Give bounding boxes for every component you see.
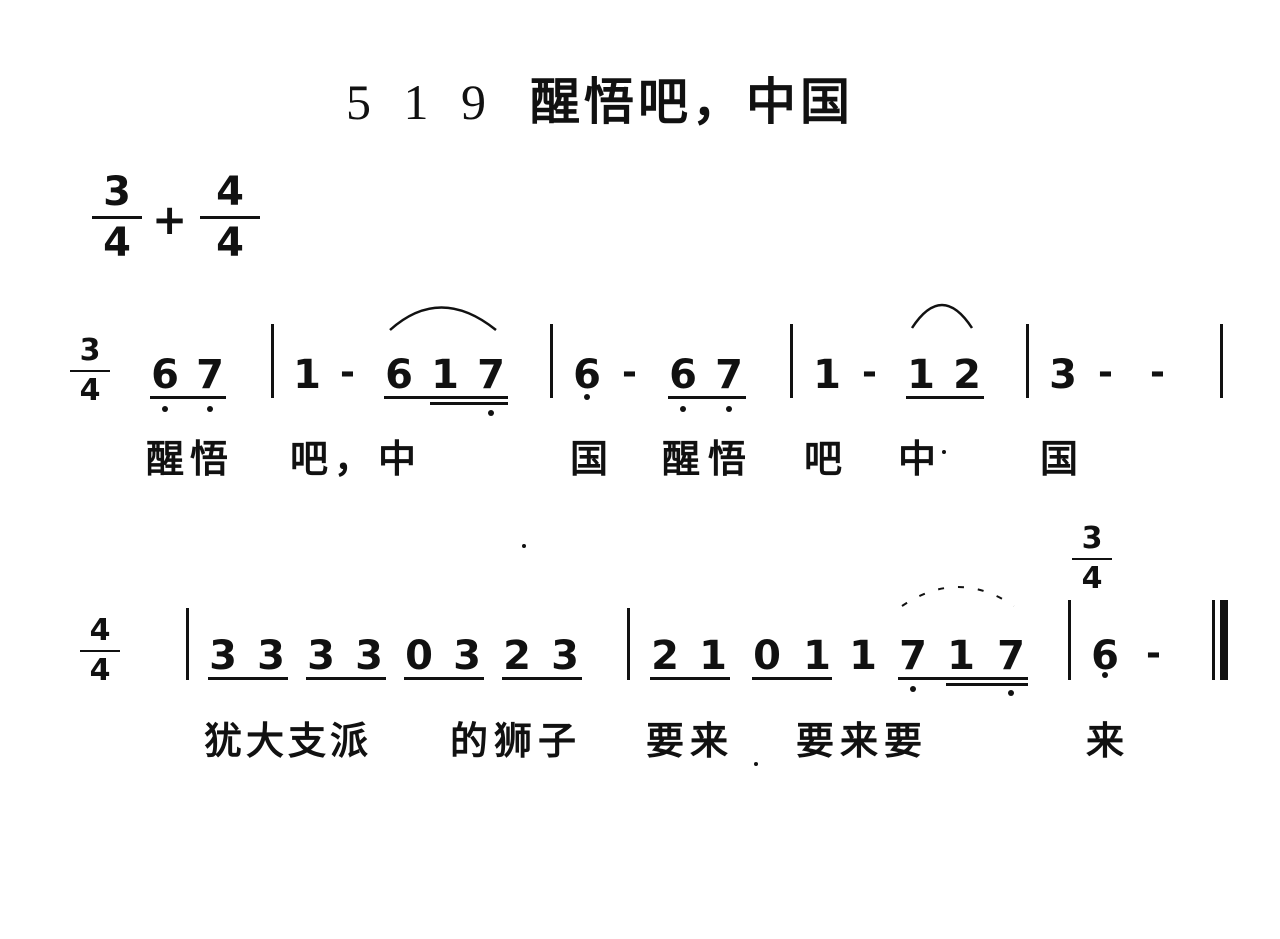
note: 3 — [209, 633, 237, 679]
lyric: 醒悟 — [146, 437, 235, 481]
hold-dash: - — [622, 352, 637, 393]
low-octave-dot — [162, 406, 168, 412]
hold-dash: - — [340, 352, 355, 393]
eighth-underline — [898, 677, 1028, 680]
note: 3 — [355, 633, 383, 679]
low-octave-dot — [910, 686, 916, 692]
note: 1 — [813, 352, 841, 398]
eighth-underline — [668, 396, 746, 399]
time-signature-plus: + — [152, 195, 188, 244]
lyric: 犹大支派 — [204, 719, 373, 763]
note: 6 — [669, 352, 697, 398]
low-octave-dot — [207, 406, 213, 412]
eighth-underline — [306, 677, 386, 680]
note: 3 — [453, 633, 481, 679]
eighth-underline — [650, 677, 730, 680]
speck — [768, 98, 772, 102]
lyric: 国 — [570, 437, 609, 481]
low-octave-dot — [584, 394, 590, 400]
eighth-underline — [384, 396, 508, 399]
eighth-underline — [502, 677, 582, 680]
line1-time-signature: 3 4 — [70, 336, 110, 406]
song-title: 醒悟吧，中国 — [530, 73, 854, 131]
hold-dash: - — [1098, 352, 1113, 393]
sixteenth-underline — [430, 402, 508, 405]
barline — [790, 324, 793, 398]
note: 6 — [573, 352, 601, 398]
lyric: 中 — [898, 437, 937, 481]
note: 2 — [503, 633, 531, 679]
note: 7 — [899, 633, 927, 679]
lyric: 醒悟 — [662, 437, 755, 481]
note: 3 — [1049, 352, 1077, 398]
barline — [1220, 324, 1223, 398]
note: 7 — [196, 352, 224, 398]
note: 6 — [385, 352, 413, 398]
lyric: 要来 — [646, 719, 735, 763]
lyric: 吧 — [804, 437, 843, 481]
line2-time-signature-change: 3 4 — [1072, 524, 1112, 594]
hold-dash: - — [862, 352, 877, 393]
line2-time-signature: 4 4 — [80, 616, 120, 686]
note: 6 — [1091, 633, 1119, 679]
note: 1 — [947, 633, 975, 679]
note: 6 — [151, 352, 179, 398]
note: 2 — [953, 352, 981, 398]
speck — [754, 762, 758, 766]
slur — [389, 306, 497, 331]
note: 7 — [477, 352, 505, 398]
low-octave-dot — [488, 410, 494, 416]
note: 7 — [715, 352, 743, 398]
note: 1 — [431, 352, 459, 398]
low-octave-dot — [726, 406, 732, 412]
note: 3 — [257, 633, 285, 679]
eighth-underline — [404, 677, 484, 680]
note: 1 — [699, 633, 727, 679]
note: 0 — [753, 633, 781, 679]
note: 1 — [849, 633, 877, 679]
page-title: 5 1 9 醒悟吧，中国 — [0, 62, 1200, 134]
lyric: 的狮子 — [450, 719, 583, 763]
barline — [550, 324, 553, 398]
barline — [627, 608, 630, 680]
low-octave-dot — [1102, 672, 1108, 678]
lyric: 国 — [1040, 437, 1079, 481]
song-number: 5 1 9 — [346, 74, 496, 130]
lyric: 吧，中 — [290, 437, 423, 481]
barline — [1068, 600, 1071, 680]
barline — [271, 324, 274, 398]
note: 1 — [803, 633, 831, 679]
speck — [522, 544, 526, 548]
note: 7 — [997, 633, 1025, 679]
time-signature-secondary: 4 4 — [200, 172, 260, 263]
slur — [910, 303, 974, 329]
low-octave-dot — [680, 406, 686, 412]
note: 1 — [907, 352, 935, 398]
final-barline-thick — [1220, 600, 1228, 680]
hold-dash: - — [1146, 633, 1161, 674]
time-signature-primary: 3 4 — [92, 172, 142, 263]
lyric: 来 — [1086, 719, 1125, 763]
note: 3 — [551, 633, 579, 679]
eighth-underline — [752, 677, 832, 680]
barline — [1026, 324, 1029, 398]
eighth-underline — [906, 396, 984, 399]
hold-dash: - — [1150, 352, 1165, 393]
eighth-underline — [150, 396, 226, 399]
low-octave-dot — [1008, 690, 1014, 696]
eighth-underline — [208, 677, 288, 680]
note: 3 — [307, 633, 335, 679]
speck — [942, 450, 946, 454]
note: 1 — [293, 352, 321, 398]
slur — [901, 586, 1015, 607]
barline — [186, 608, 189, 680]
sixteenth-underline — [946, 683, 1028, 686]
note: 2 — [651, 633, 679, 679]
final-barline-thin — [1212, 600, 1215, 680]
note: 0 — [405, 633, 433, 679]
lyric: 要来要 — [796, 719, 929, 763]
